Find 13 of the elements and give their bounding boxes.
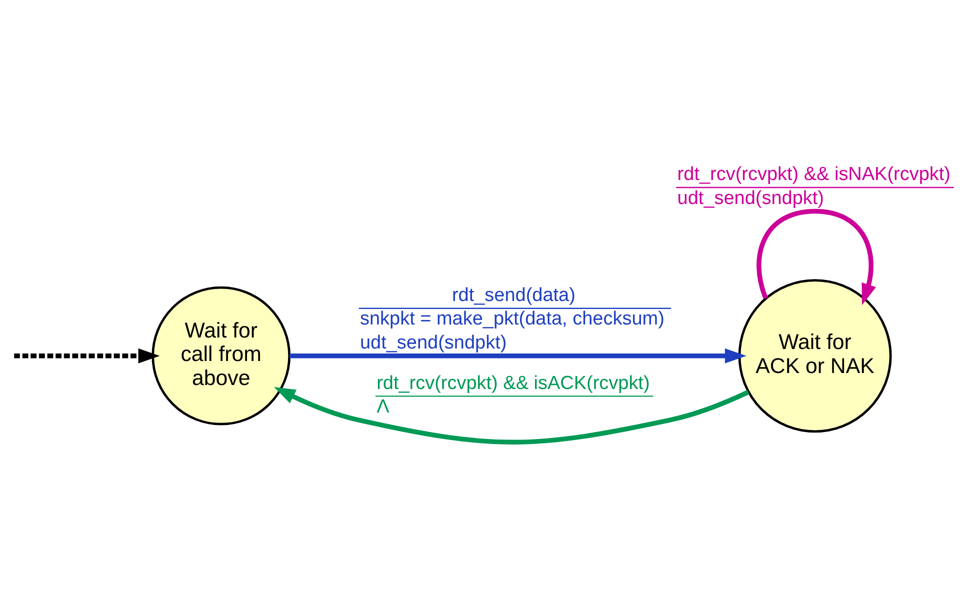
edge-label: snkpkt = make_pkt(data, checksum) <box>360 308 664 330</box>
edge-label: rdt_rcv(rcvpkt) && isACK(rcvpkt) <box>376 372 650 394</box>
arrow <box>290 348 746 364</box>
node-circle: Wait for ACK or NAK <box>738 279 892 433</box>
edge-label: Λ <box>376 396 390 418</box>
edge-label: rdt_rcv(rcvpkt) && isNAK(rcvpkt) <box>677 164 951 186</box>
arrow <box>14 348 160 364</box>
arrow <box>274 387 750 444</box>
edge-label: udt_send(sndpkt) <box>360 332 507 354</box>
node-circle: Wait for call from above <box>152 286 291 426</box>
arrow <box>756 208 876 306</box>
edge-label: rdt_send(data) <box>452 284 576 306</box>
edge-label: udt_send(sndpkt) <box>677 188 824 209</box>
